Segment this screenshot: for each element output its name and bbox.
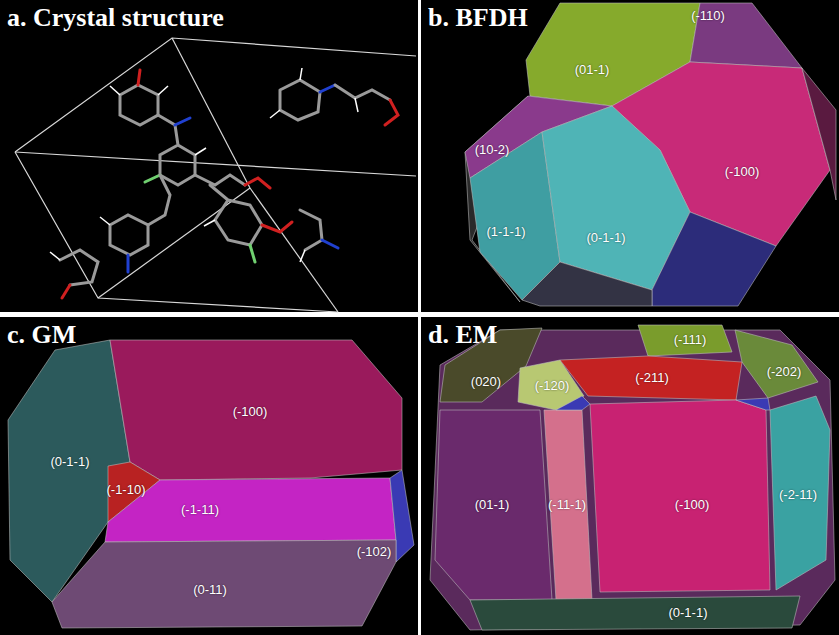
face-index-label: (01-1) bbox=[575, 63, 610, 77]
face-index-label: (0-1-1) bbox=[50, 455, 89, 469]
face-index-label: (0-1-1) bbox=[668, 606, 707, 620]
panel-heading: b. BFDH bbox=[428, 4, 528, 33]
face-index-label: (-100) bbox=[725, 165, 760, 179]
face-index-label: (-102) bbox=[357, 545, 392, 559]
panel-heading: a. Crystal structure bbox=[7, 4, 224, 33]
face-index-label: (10-2) bbox=[475, 143, 510, 157]
face-index-label: (-211) bbox=[635, 371, 669, 385]
face-index-label: (020) bbox=[471, 375, 501, 389]
panel-heading: d. EM bbox=[428, 321, 497, 350]
face-index-label: (-1-10) bbox=[106, 483, 145, 497]
face-index-label: (-1-11) bbox=[181, 503, 219, 517]
face-index-label: (0-1-1) bbox=[586, 231, 625, 245]
face-index-label: (01-1) bbox=[475, 498, 510, 512]
face-index-label: (1-1-1) bbox=[486, 225, 525, 239]
face-index-label: (-111) bbox=[674, 333, 707, 347]
face-index-label: (-11-1) bbox=[548, 498, 586, 512]
face-index-label: (-2-11) bbox=[779, 488, 817, 502]
face-index-label: (-100) bbox=[233, 405, 268, 419]
panel-heading: c. GM bbox=[7, 321, 76, 350]
face-index-label: (-100) bbox=[675, 498, 710, 512]
face-index-label: (0-11) bbox=[193, 583, 227, 597]
figure-panel: a. Crystal structure bbox=[0, 0, 418, 312]
face-index-label: (-202) bbox=[767, 365, 802, 379]
face-index-label: (-120) bbox=[535, 379, 570, 393]
face-index-label: (-110) bbox=[691, 9, 725, 23]
